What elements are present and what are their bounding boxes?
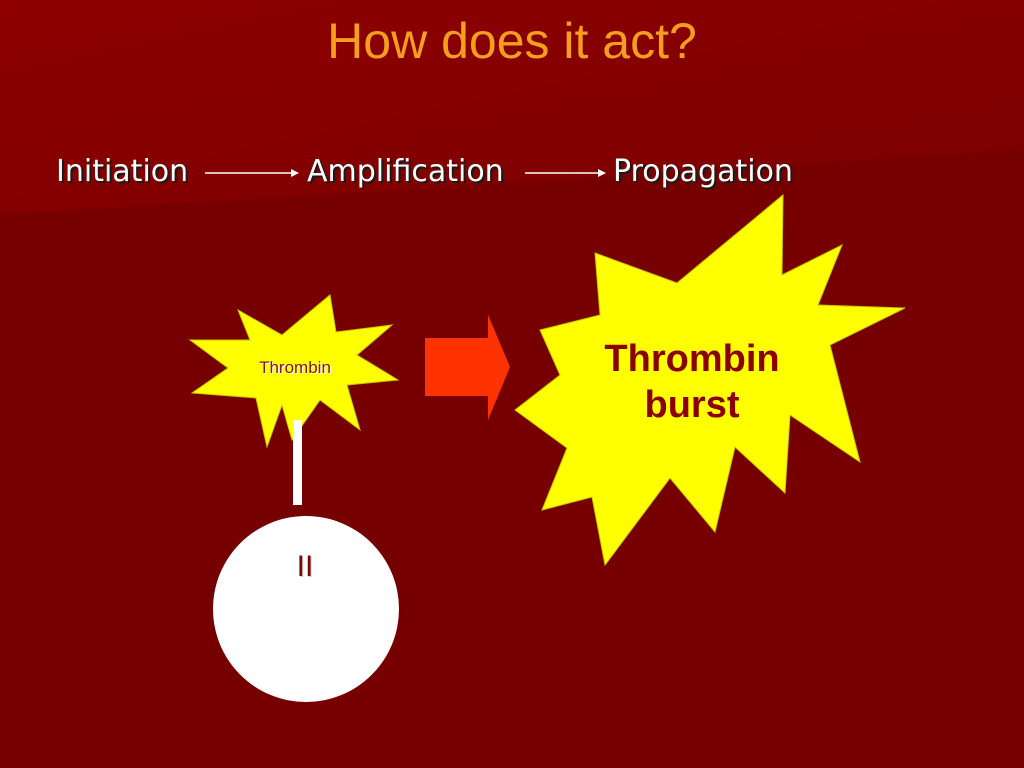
flow-step-amplification: Amplification xyxy=(307,154,504,189)
small-star-label: Thrombin xyxy=(259,358,331,377)
slide-title: How does it act? xyxy=(327,13,697,69)
big-star-label: Thrombin burst xyxy=(570,336,814,428)
big-star-label-line1: Thrombin xyxy=(604,338,780,380)
big-star-label-line2: burst xyxy=(644,384,740,426)
small-thrombin-starburst xyxy=(188,294,400,449)
big-thrombin-starburst xyxy=(514,193,906,567)
flow-step-initiation: Initiation xyxy=(56,154,189,189)
prothrombin-circle xyxy=(213,516,399,702)
connector-bar xyxy=(293,420,302,505)
background-top-band xyxy=(0,0,1024,215)
flow-step-propagation: Propagation xyxy=(613,154,793,189)
circle-label: II xyxy=(296,550,314,583)
flow-arrow-1 xyxy=(205,169,299,177)
block-arrow-right xyxy=(425,315,510,420)
flow-arrow-2 xyxy=(525,169,606,177)
